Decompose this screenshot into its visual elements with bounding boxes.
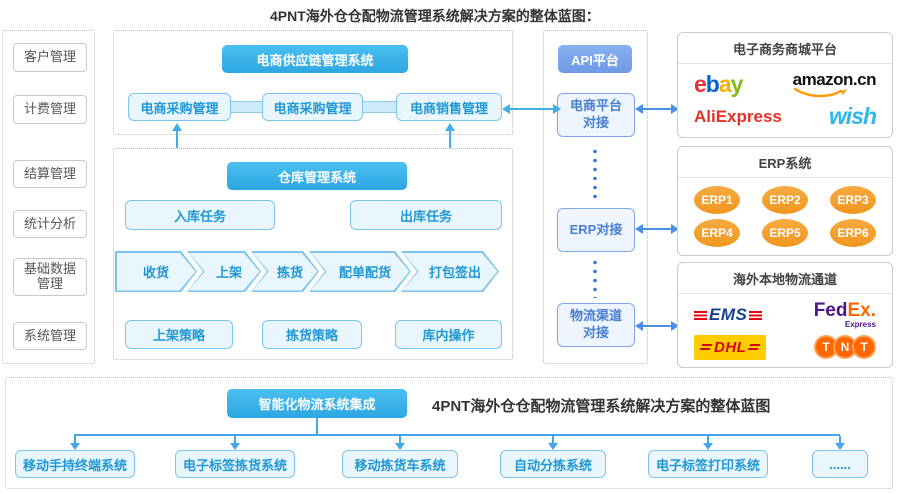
process-step-receive: 收货 bbox=[115, 251, 197, 292]
tree-drop-arrow bbox=[835, 436, 845, 450]
ecommerce-panel-title: 电子商务商城平台 bbox=[678, 33, 892, 64]
sidebar-container bbox=[2, 30, 95, 364]
dhl-logo: DHL bbox=[694, 334, 767, 360]
sidebar-item-billing-mgmt: 计费管理 bbox=[13, 95, 87, 124]
tree-stem bbox=[316, 418, 318, 435]
page-title: 4PNT海外仓仓配物流管理系统解决方案的整体蓝图： bbox=[270, 8, 600, 24]
strategy-shelving: 上架策略 bbox=[125, 320, 233, 349]
fedex-logo-text: Fed bbox=[813, 300, 848, 322]
amazon-logo: amazon.cn bbox=[792, 70, 877, 98]
system-more-ellipsis: ...... bbox=[812, 450, 868, 478]
logistics-panel: 海外本地物流通道 EMS FedEx. Express DHL bbox=[677, 262, 893, 368]
sidebar-item-customer-mgmt: 客户管理 bbox=[13, 43, 87, 72]
erp-panel-title: ERP系统 bbox=[678, 147, 892, 178]
fedex-logo: FedEx. Express bbox=[814, 301, 876, 329]
erp-bubble: ERP5 bbox=[762, 219, 808, 248]
sidebar-item-settlement-mgmt: 结算管理 bbox=[13, 160, 87, 188]
ems-stripes-icon bbox=[694, 310, 707, 320]
erp-bubble: ERP1 bbox=[694, 185, 740, 214]
arrow-api-to-ecommerce-panel bbox=[635, 104, 679, 114]
dotted-connector bbox=[593, 147, 597, 201]
dhl-logo-text: DHL bbox=[714, 338, 747, 356]
ebay-logo: ebay bbox=[694, 71, 744, 98]
chevron-fill bbox=[311, 253, 410, 291]
dhl-dash-icon bbox=[747, 344, 761, 351]
system-etag-printing: 电子标签打印系统 bbox=[648, 450, 768, 478]
tree-drop-arrow bbox=[70, 436, 80, 450]
process-step-order-assembly: 配单配货 bbox=[309, 251, 411, 292]
supply-chain-header: 电商供应链管理系统 bbox=[222, 45, 408, 73]
process-step-label: 打包签出 bbox=[428, 265, 481, 280]
erp-bubble: ERP2 bbox=[762, 185, 808, 214]
sidebar-item-system-mgmt: 系统管理 bbox=[13, 322, 87, 350]
api-node-ecom-platform: 电商平台对接 bbox=[557, 93, 635, 137]
module-ecom-purchase-1: 电商采购管理 bbox=[128, 93, 231, 121]
api-platform-header: API平台 bbox=[558, 45, 632, 73]
system-mobile-picking-cart: 移动拣货车系统 bbox=[342, 450, 458, 478]
process-step-label: 配单配货 bbox=[338, 265, 391, 280]
process-step-label: 上架 bbox=[215, 265, 242, 280]
erp-panel-body: ERP1 ERP2 ERP3 ERP4 ERP5 ERP6 bbox=[678, 178, 892, 255]
chevron-fill bbox=[117, 253, 196, 291]
process-step-pick: 拣货 bbox=[251, 251, 319, 292]
ems-logo: EMS bbox=[694, 305, 763, 325]
sidebar-item-base-data-mgmt: 基础数据管理 bbox=[13, 258, 87, 296]
erp-panel: ERP系统 ERP1 ERP2 ERP3 ERP4 ERP5 ERP6 bbox=[677, 146, 893, 256]
system-mobile-handheld: 移动手持终端系统 bbox=[15, 450, 135, 478]
tnt-circle: T bbox=[852, 335, 876, 360]
amazon-smile-icon bbox=[793, 88, 847, 98]
process-step-label: 拣货 bbox=[276, 265, 303, 280]
dotted-connector bbox=[593, 258, 597, 298]
tree-branch-line bbox=[74, 434, 840, 436]
logistics-panel-title: 海外本地物流通道 bbox=[678, 263, 892, 294]
tree-drop-arrow bbox=[548, 436, 558, 450]
tree-drop-arrow bbox=[395, 436, 405, 450]
process-step-shelve: 上架 bbox=[187, 251, 261, 292]
ems-stripes-icon bbox=[749, 310, 763, 320]
ecommerce-panel: 电子商务商城平台 ebay amazon.cn AliExpress wish bbox=[677, 32, 893, 138]
erp-bubble: ERP6 bbox=[830, 219, 876, 248]
ems-logo-text: EMS bbox=[709, 305, 748, 325]
arrow-sales-to-api bbox=[502, 104, 561, 114]
tnt-logo: T N T bbox=[814, 335, 876, 360]
module-ecom-sales: 电商销售管理 bbox=[396, 93, 502, 121]
ecommerce-panel-body: ebay amazon.cn AliExpress wish bbox=[678, 64, 892, 137]
erp-bubble: ERP3 bbox=[830, 185, 876, 214]
ebay-letter: b bbox=[705, 71, 720, 97]
strategy-picking: 拣货策略 bbox=[262, 320, 362, 349]
process-step-label: 收货 bbox=[142, 265, 169, 280]
warehouse-header: 仓库管理系统 bbox=[227, 162, 407, 190]
wish-logo: wish bbox=[828, 103, 877, 129]
tree-drop-arrow bbox=[703, 436, 713, 450]
arrow-api-to-logistics-panel bbox=[635, 321, 679, 331]
inbound-task-box: 入库任务 bbox=[125, 200, 275, 230]
aliexpress-logo: AliExpress bbox=[694, 106, 782, 126]
strategy-warehouse-ops: 库内操作 bbox=[395, 320, 502, 349]
api-node-logistics-channel: 物流渠道对接 bbox=[557, 303, 635, 347]
fedex-logo-text: Ex. bbox=[847, 300, 876, 322]
module-ecom-purchase-2: 电商采购管理 bbox=[262, 93, 363, 121]
integration-caption: 4PNT海外仓仓配物流管理系统解决方案的整体蓝图 bbox=[432, 398, 771, 415]
system-etag-picking: 电子标签拣货系统 bbox=[175, 450, 295, 478]
dhl-dash-icon bbox=[699, 344, 713, 351]
ebay-letter: a bbox=[718, 71, 732, 97]
api-node-erp: ERP对接 bbox=[557, 208, 635, 252]
ebay-letter: y bbox=[730, 71, 744, 97]
system-auto-sorting: 自动分拣系统 bbox=[500, 450, 606, 478]
fedex-express-text: Express bbox=[844, 320, 876, 330]
ebay-letter: e bbox=[694, 71, 707, 97]
outbound-task-box: 出库任务 bbox=[350, 200, 502, 230]
process-step-pack-checkout: 打包签出 bbox=[401, 251, 499, 292]
logistics-panel-body: EMS FedEx. Express DHL T N T bbox=[678, 294, 892, 367]
tree-drop-arrow bbox=[230, 436, 240, 450]
amazon-logo-text: amazon.cn bbox=[792, 70, 877, 89]
erp-bubble: ERP4 bbox=[694, 219, 740, 248]
integration-header: 智能化物流系统集成 bbox=[227, 389, 407, 418]
sidebar-item-statistics: 统计分析 bbox=[13, 210, 87, 238]
arrow-api-to-erp-panel bbox=[635, 224, 679, 234]
